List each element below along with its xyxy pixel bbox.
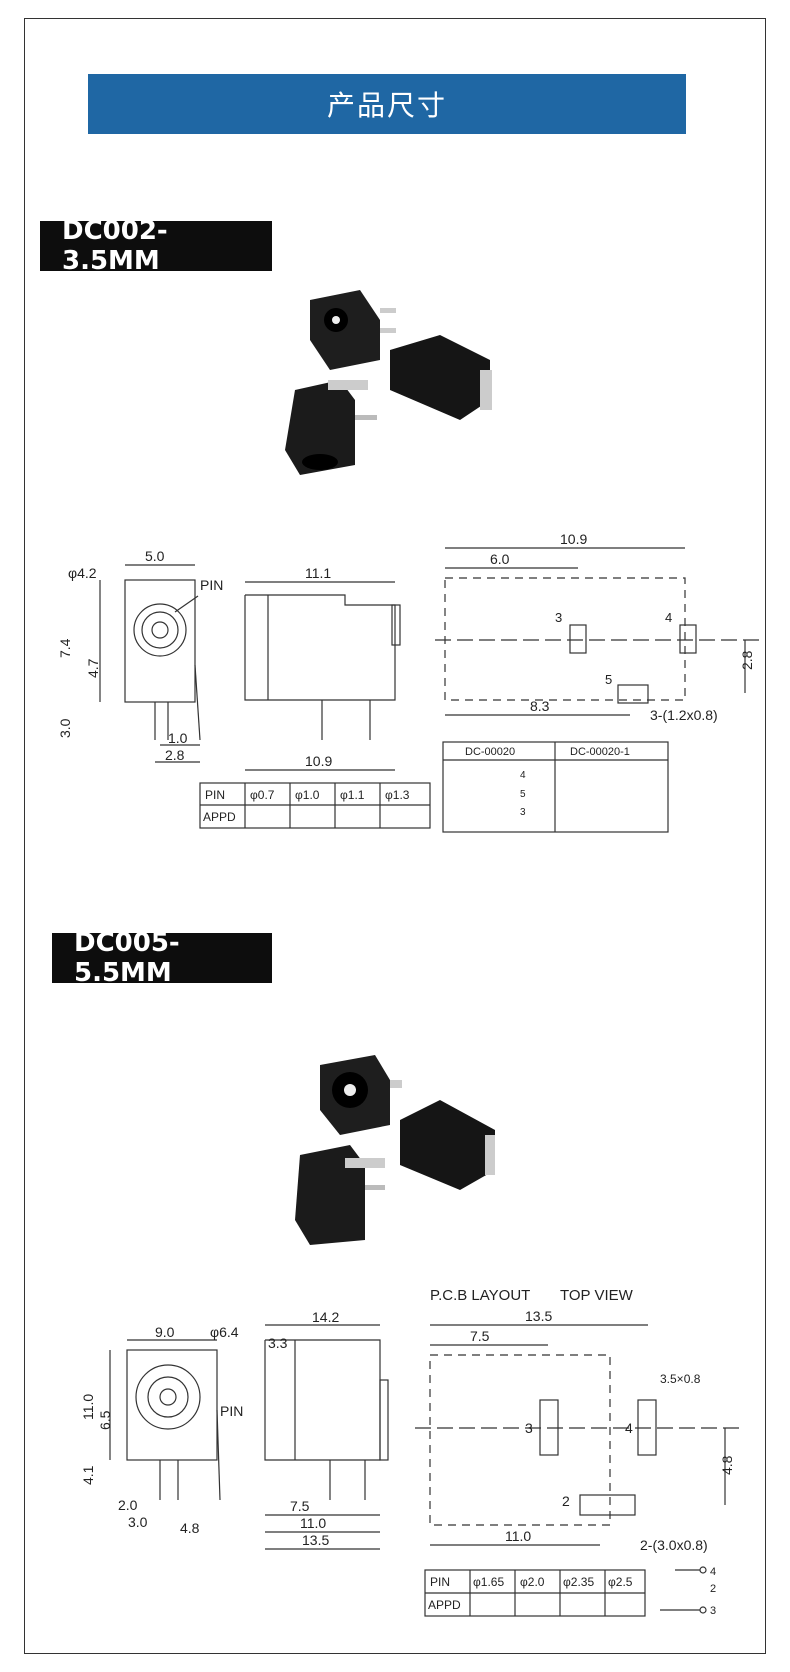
- banner-title: 产品尺寸: [326, 89, 447, 122]
- dim-side-small-2: 3.3: [268, 1335, 288, 1351]
- dim-side-b3-2: 13.5: [302, 1532, 329, 1548]
- dim-side-b1-2: 7.5: [290, 1498, 310, 1514]
- dim-h2-2: 6.5: [97, 1410, 113, 1430]
- dim-h3-2: 4.1: [80, 1465, 96, 1485]
- model-label: DC005-5.5MM: [74, 928, 180, 988]
- dim-h1-1: 7.4: [57, 638, 73, 658]
- pad-2-2: 2: [562, 1493, 570, 1509]
- dim-height-1: 2.8: [739, 650, 755, 670]
- pad-4-2: 4: [625, 1420, 633, 1436]
- schematic-n5: 5: [520, 789, 526, 800]
- jack-side-1: [390, 335, 492, 420]
- pad-5-1: 5: [605, 672, 612, 687]
- dim-offset-1: 6.0: [490, 551, 510, 567]
- pad-3-2: 3: [525, 1420, 533, 1436]
- pad-note-1: 3-(1.2x0.8): [650, 707, 718, 723]
- pin-label-1: PIN: [200, 577, 223, 593]
- product-photo-dc002: [285, 290, 492, 475]
- schematic2-n4: 4: [710, 1566, 716, 1578]
- dim-b3-2: 4.8: [180, 1520, 200, 1536]
- dim-side-top-2: 14.2: [312, 1309, 339, 1325]
- schematic-col2: DC-00020-1: [570, 746, 630, 758]
- jack-bottom-2: [295, 1145, 385, 1245]
- dim-side-bottom-1: 10.9: [305, 753, 332, 769]
- page-frame: [24, 18, 766, 1654]
- dim-h1-2: 11.0: [80, 1394, 96, 1420]
- pin-table2-appd: APPD: [428, 1598, 461, 1612]
- pin-table-appd: APPD: [203, 810, 236, 824]
- pin-table-h2: φ1.0: [295, 788, 320, 802]
- schematic2-n2: 2: [710, 1583, 716, 1595]
- dim-side-top-1: 11.1: [305, 565, 331, 581]
- dim-width-1: 5.0: [145, 548, 165, 564]
- pad-size-2: 3.5×0.8: [660, 1372, 701, 1386]
- dim-height-2: 4.8: [719, 1455, 735, 1475]
- dim-gap-2: 11.0: [505, 1528, 531, 1544]
- dim-b2-1: 2.8: [165, 747, 185, 763]
- pin-table-h4: φ1.3: [385, 788, 410, 802]
- dim-overall-1: 10.9: [560, 531, 587, 547]
- pad-4-1: 4: [665, 610, 672, 625]
- pin-table-h3: φ1.1: [340, 788, 365, 802]
- dim-h3-1: 3.0: [57, 718, 73, 738]
- schematic2-n3: 3: [710, 1605, 716, 1617]
- dim-b2-2: 3.0: [128, 1514, 148, 1530]
- pin-table2-h2: φ2.0: [520, 1575, 545, 1589]
- pin-table2-h0: PIN: [430, 1575, 450, 1589]
- dim-width-2: 9.0: [155, 1324, 175, 1340]
- dim-dia-2: φ6.4: [210, 1324, 239, 1340]
- dim-b1-1: 1.0: [168, 730, 188, 746]
- dim-side-b2-2: 11.0: [300, 1515, 326, 1531]
- pcb-heading: P.C.B LAYOUT: [430, 1287, 530, 1304]
- dim-offset-2: 7.5: [470, 1328, 490, 1344]
- dim-dia-1: φ4.2: [68, 565, 97, 581]
- model-label: DC002-3.5MM: [62, 216, 168, 276]
- jack-front-1: [310, 290, 396, 370]
- pin-table-h0: PIN: [205, 788, 225, 802]
- dim-b1-2: 2.0: [118, 1497, 138, 1513]
- pin-label-2: PIN: [220, 1403, 243, 1419]
- schematic-n3: 3: [520, 807, 526, 818]
- model-tag-dc002: DC002-3.5MM: [40, 216, 272, 276]
- dim-h2-1: 4.7: [85, 658, 101, 678]
- pin-table-h1: φ0.7: [250, 788, 275, 802]
- dim-overall-2: 13.5: [525, 1308, 552, 1324]
- jack-front-2: [320, 1055, 402, 1135]
- schematic-n4: 4: [520, 770, 526, 781]
- top-view-heading: TOP VIEW: [560, 1287, 634, 1304]
- model-tag-dc005: DC005-5.5MM: [52, 928, 272, 988]
- dim-gap-1: 8.3: [530, 698, 550, 714]
- page-banner: 产品尺寸: [88, 74, 686, 134]
- jack-bottom-1: [285, 380, 377, 475]
- pad-note-2: 2-(3.0x0.8): [640, 1537, 708, 1553]
- pin-table2-h1: φ1.65: [473, 1575, 504, 1589]
- pin-table2-h3: φ2.35: [563, 1575, 594, 1589]
- jack-side-2: [400, 1100, 495, 1190]
- schematic-col1: DC-00020: [465, 746, 515, 758]
- product-photo-dc005: [295, 1055, 495, 1245]
- pin-table2-h4: φ2.5: [608, 1575, 633, 1589]
- pad-3-1: 3: [555, 610, 562, 625]
